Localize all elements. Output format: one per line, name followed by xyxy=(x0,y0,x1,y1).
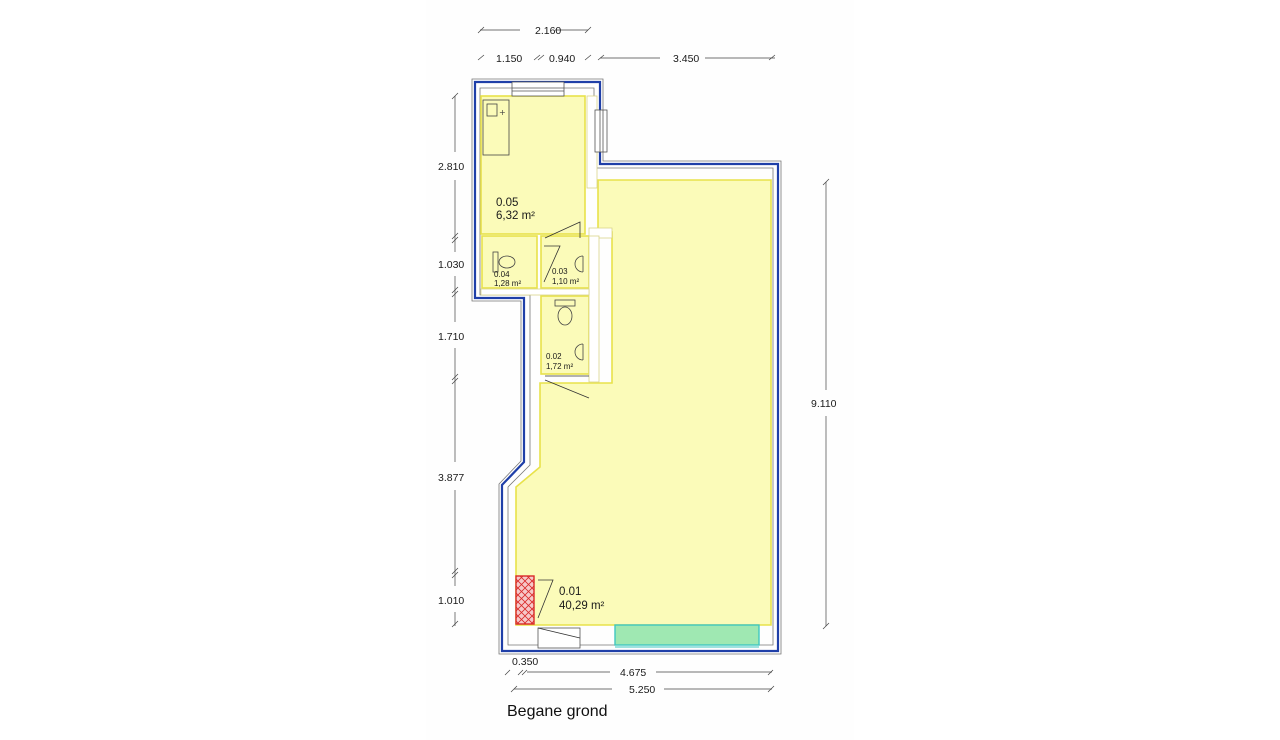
room-label-0.02: 0.02 1,72 m² xyxy=(546,352,573,371)
window-top xyxy=(511,81,565,97)
room-area: 1,72 m² xyxy=(546,362,573,371)
room-number: 0.01 xyxy=(559,586,581,598)
room-number: 0.04 xyxy=(494,270,510,279)
room-label-0.05: 0.05 6,32 m² xyxy=(496,197,535,222)
room-area: 1,10 m² xyxy=(552,277,579,286)
dimension-label: 0.940 xyxy=(549,53,575,65)
svg-text:+: + xyxy=(499,108,506,117)
room-number: 0.03 xyxy=(552,267,568,276)
dimension-label: 4.675 xyxy=(620,667,646,679)
sink-icon: + xyxy=(486,103,506,117)
floor-title: Begane grond xyxy=(507,703,608,720)
dimension-label: 3.450 xyxy=(673,53,699,65)
dimension-label: 1.010 xyxy=(438,595,464,607)
window-side xyxy=(594,109,608,153)
room-area: 6,32 m² xyxy=(496,210,535,222)
kitchen-counter xyxy=(482,99,510,156)
dimension-label: 5.250 xyxy=(629,684,655,696)
shopfront-window xyxy=(614,624,760,646)
room-number: 0.02 xyxy=(546,352,562,361)
toilet-icon xyxy=(554,299,576,326)
door-swings xyxy=(537,221,590,639)
room-0.05-area xyxy=(480,95,586,235)
partition-walls xyxy=(480,95,613,383)
dimension-label: 1.030 xyxy=(438,259,464,271)
dimension-label: 1.150 xyxy=(496,53,522,65)
dimension-label: 0.350 xyxy=(512,656,538,668)
dimension-lines xyxy=(451,26,830,693)
door-front-frame xyxy=(537,627,581,649)
room-area: 1,28 m² xyxy=(494,279,521,288)
dimension-label: 3.877 xyxy=(438,472,464,484)
room-label-0.03: 0.03 1,10 m² xyxy=(552,267,579,286)
room-0.03-area xyxy=(540,235,590,289)
room-label-0.01: 0.01 40,29 m² xyxy=(559,586,605,612)
room-number: 0.05 xyxy=(496,197,518,209)
room-area: 40,29 m² xyxy=(559,600,605,612)
toilet-icon xyxy=(492,251,516,273)
shaft-hatched xyxy=(515,575,535,625)
room-label-0.04: 0.04 1,28 m² xyxy=(494,270,521,288)
dimension-label: 1.710 xyxy=(438,331,464,343)
dimension-label: 9.110 xyxy=(811,398,837,410)
dimension-label: 2.810 xyxy=(438,161,464,173)
dimension-label: 2.160 xyxy=(535,25,561,37)
room-0.04-area xyxy=(481,235,538,289)
washbasin-icon xyxy=(574,255,584,273)
washbasin-icon xyxy=(574,343,584,361)
